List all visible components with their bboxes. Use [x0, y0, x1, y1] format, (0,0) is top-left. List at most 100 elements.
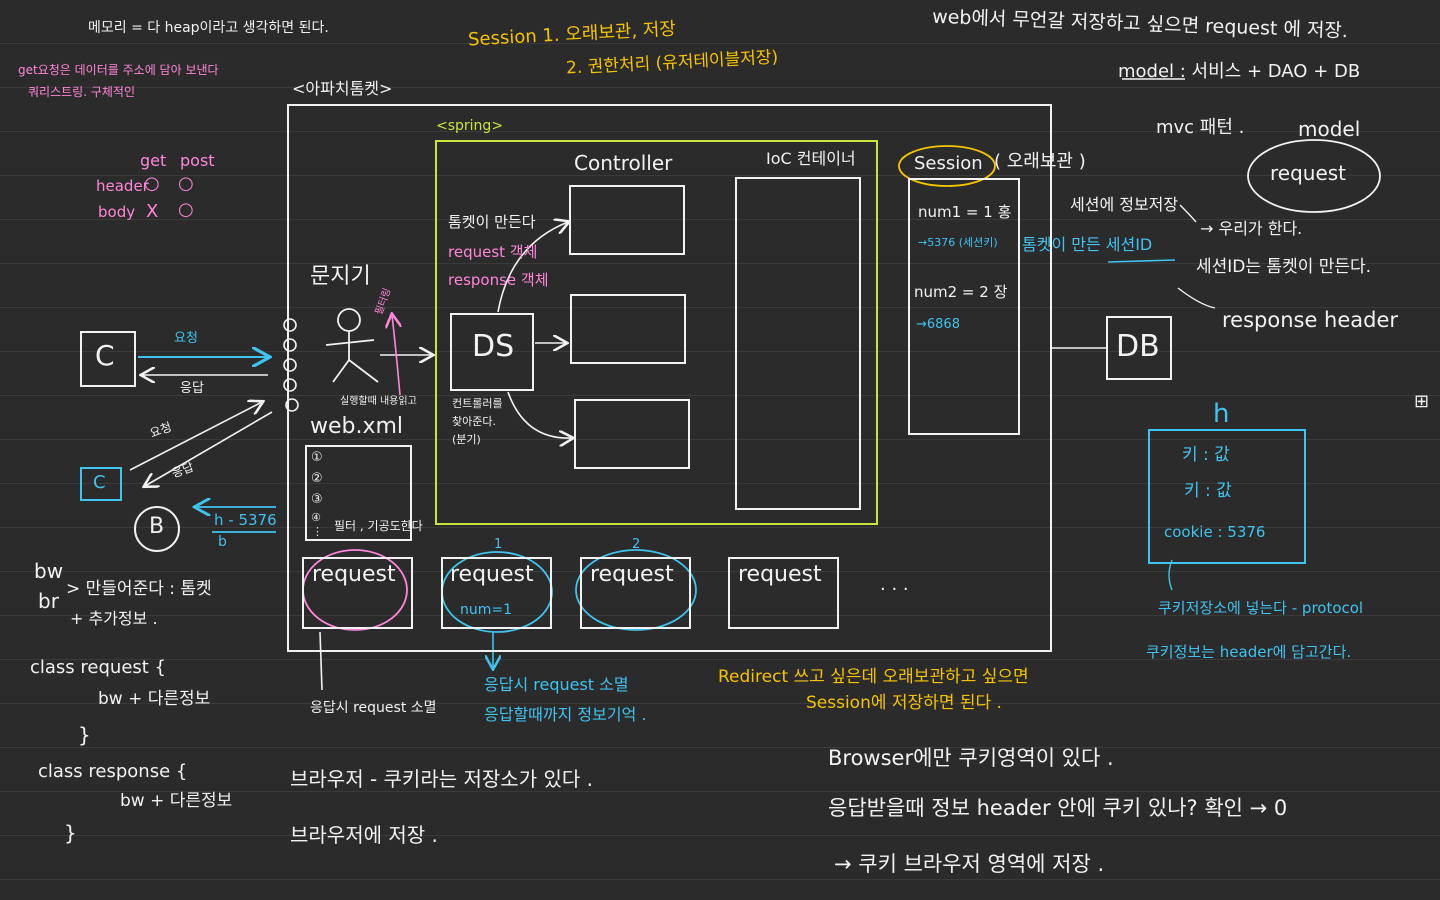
response-label-2: 응답 [169, 459, 196, 481]
request-box-1 [302, 557, 413, 629]
controller-box-2 [570, 294, 686, 364]
request-mark-2: 1 [494, 537, 503, 552]
request-label-2: 요청 [147, 419, 174, 441]
request-mark-3: 2 [632, 537, 641, 552]
session-id-6868: →6868 [916, 317, 960, 332]
web-store-note: web에서 무언갈 저장하고 싶으면 request 에 저장. [931, 5, 1349, 43]
session-save-note: 세션에 정보저장 [1070, 195, 1179, 214]
extra-info-note: + 추가정보 . [70, 609, 158, 628]
request-label: 요청 [174, 331, 198, 346]
session-id-note: 세션ID는 톰켓이 만든다. [1196, 257, 1372, 277]
response-header-note: response header [1222, 308, 1399, 332]
controller-box-3 [574, 399, 690, 469]
get-label: get [140, 151, 167, 170]
redirect-note-2: Session에 저장하면 된다 . [806, 693, 1002, 713]
tomcat-makes-note: 톰켓이 만든다 [448, 213, 536, 231]
response-object-note: response 객체 [448, 271, 549, 289]
webxml-label: web.xml [310, 414, 404, 439]
session-id-5376: →5376 (세션키) [918, 236, 998, 249]
reads-content-label: 실행할때 내용읽고 [340, 396, 417, 407]
tomcat-container [287, 104, 1052, 652]
header-label: header [96, 177, 149, 195]
controller-label: Controller [574, 151, 673, 175]
header-get: ○ [144, 173, 160, 194]
header-check-note: 응답받을때 정보 header 안에 쿠키 있나? 확인 → 0 [828, 796, 1288, 820]
key-value-1: 키 : 값 [1182, 445, 1230, 465]
cookie-header-note: 쿠키정보는 header에 담고간다. [1146, 643, 1352, 661]
find-controller-3: (분기) [452, 433, 481, 446]
ioc-container-box [735, 177, 861, 510]
cookie-store-note: 쿠키저장소에 넣는다 - protocol [1158, 599, 1364, 617]
ioc-label: IoC 컨테이너 [766, 149, 856, 168]
webxml-item-more: ⋮ [312, 525, 323, 538]
body-post: ○ [178, 199, 194, 220]
cyan-clear-note-2: 응답할때까지 정보기억 . [484, 705, 647, 724]
class-request: class request { [30, 657, 167, 678]
ds-label: DS [472, 329, 515, 364]
gatekeeper-label: 문지기 [310, 264, 371, 289]
request-body-note: bw + 다른정보 [98, 689, 211, 709]
find-controller-1: 컨트롤러를 [452, 397, 503, 410]
post-label: post [180, 151, 215, 170]
sidebar-toggle-icon[interactable]: ⊞ [1414, 391, 1430, 412]
cookie-value: cookie : 5376 [1164, 523, 1266, 541]
cookie-area-note: Browser에만 쿠키영역이 있다 . [828, 746, 1114, 770]
request-label-1: request [312, 562, 396, 587]
webxml-item-2: ② [311, 471, 323, 486]
key-value-2: 키 : 값 [1184, 481, 1232, 501]
session-label: Session [914, 153, 983, 174]
webxml-box [305, 445, 412, 541]
dispatcher-servlet-box [450, 313, 534, 391]
request-sub-2: num=1 [460, 602, 513, 618]
request-label-4: request [738, 562, 822, 587]
db-label: DB [1116, 329, 1160, 364]
cyan-clear-note-1: 응답시 request 소멸 [484, 675, 629, 694]
model-note: model : 서비스 + DAO + DB [1118, 61, 1361, 82]
body-get: X [146, 201, 159, 222]
session-box [908, 178, 1020, 435]
close-brace-1: } [78, 723, 91, 747]
session-num1: num1 = 1 홍 [918, 203, 1012, 221]
response-body-note: bw + 다른정보 [120, 791, 233, 811]
header-h-label: h [1213, 399, 1230, 429]
request-label-2: request [450, 562, 534, 587]
response-clear-note: 응답시 request 소멸 [310, 700, 437, 716]
request-box-4 [728, 557, 839, 629]
b-small-label: b [218, 534, 227, 550]
browser-b-label: B [149, 514, 165, 539]
close-brace-2: } [64, 821, 77, 845]
controller-box-1 [569, 185, 685, 255]
br-label: br [38, 589, 59, 613]
memory-note: 메모리 = 다 heap이라고 생각하면 된다. [88, 20, 329, 36]
webxml-item-1: ① [311, 450, 323, 465]
get-note-2: 쿼리스트링. 구체적인 [28, 85, 135, 99]
header-post: ○ [178, 173, 194, 194]
tomcat-session-id-note: 톰켓이 만든 세션ID [1022, 235, 1153, 254]
cookie-save-note: → 쿠키 브라우저 영역에 저장 . [834, 852, 1105, 876]
spring-label: <spring> [436, 118, 504, 134]
class-response: class response { [38, 761, 188, 782]
bw-label: bw [34, 559, 64, 583]
request-label-3: request [590, 562, 674, 587]
find-controller-2: 찾아준다. [452, 415, 496, 428]
client-label-2: C [93, 472, 106, 493]
browser-circle [134, 506, 180, 552]
request-arrow-2 [129, 402, 262, 471]
client-box-2 [80, 467, 122, 501]
spring-container [435, 140, 878, 525]
cookie-header-box [1148, 429, 1306, 564]
db-box [1106, 316, 1172, 380]
client-label-1: C [95, 339, 115, 372]
session-num2: num2 = 2 장 [914, 283, 1008, 301]
request-model-label: request [1270, 161, 1347, 185]
request-object-note: request 객체 [448, 243, 538, 261]
model-label: model [1298, 117, 1361, 141]
mvc-note: mvc 패턴 . [1156, 117, 1245, 138]
we-do-note: → 우리가 한다. [1200, 219, 1303, 238]
session-note-2: 2. 권한처리 (유저테이블저장) [565, 47, 779, 79]
apache-label: <아파치톰켓> [292, 79, 393, 98]
filter-role-note: 필터 , 기공도한다 [334, 519, 423, 533]
get-note-1: get요청은 데이터를 주소에 담아 보낸다 [18, 63, 219, 77]
request-box-2 [441, 557, 552, 629]
response-label: 응답 [180, 381, 204, 396]
